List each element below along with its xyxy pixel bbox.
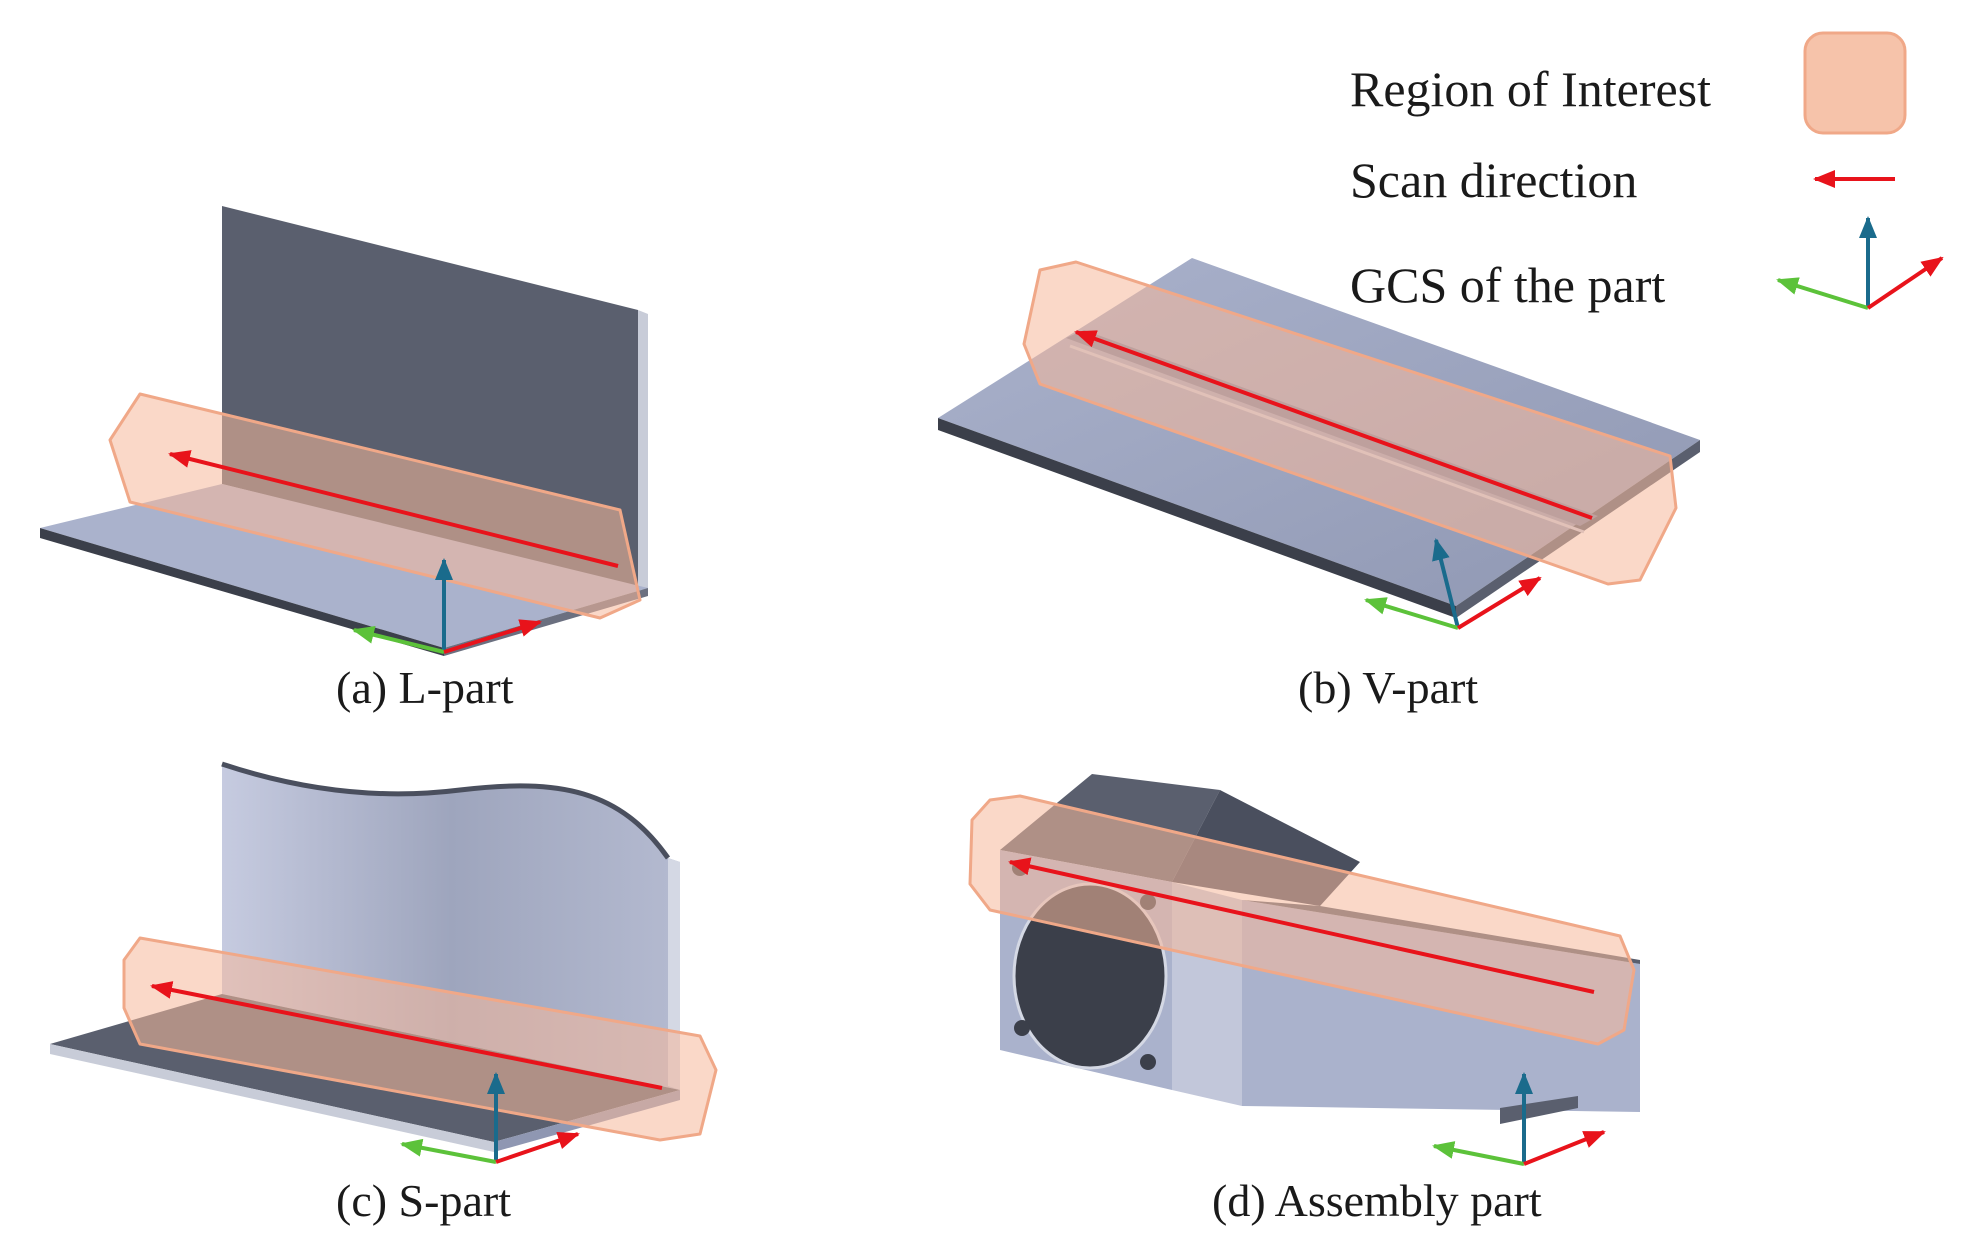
legend-roi-swatch — [1803, 31, 1907, 135]
legend-scan-label: Scan direction — [1350, 152, 1638, 208]
v-part-plate-front-edge — [938, 418, 1456, 618]
legend-gcs-label: GCS of the part — [1350, 257, 1666, 313]
legend — [1776, 31, 1944, 310]
l-part-axis-x — [443, 619, 542, 654]
assembly-axis-y — [1432, 1141, 1525, 1166]
assembly-region-of-interest — [968, 794, 1636, 1046]
caption-d: (d) Assembly part — [1212, 1175, 1542, 1226]
l-part-wall-edge — [638, 310, 648, 592]
s-part-axis-y — [400, 1138, 497, 1164]
v-part-region-of-interest — [1022, 260, 1678, 586]
s-part-axis-x — [495, 1131, 580, 1164]
caption-b: (b) V-part — [1298, 662, 1479, 713]
v-part-axis-y — [1364, 597, 1459, 630]
panel-b-v-part — [938, 258, 1700, 630]
panel-a-l-part — [40, 206, 648, 656]
legend-gcs-axes — [1776, 216, 1944, 310]
v-part-axis-x — [1456, 576, 1542, 630]
assembly-axis-x — [1523, 1130, 1606, 1166]
panel-d-assembly-part — [968, 774, 1640, 1166]
caption-c: (c) S-part — [336, 1175, 511, 1226]
s-part-scan-arrow — [150, 981, 663, 1090]
l-part-axis-y — [352, 626, 445, 654]
assembly-bolt-hole-4 — [1140, 1054, 1156, 1070]
v-part-scan-arrow — [1074, 330, 1593, 520]
panel-c-s-part — [50, 761, 718, 1164]
legend-axis-x — [1866, 256, 1944, 310]
l-part-base-front-edge — [40, 528, 444, 656]
assembly-scan-arrow — [1008, 857, 1595, 994]
s-part-base-front-edge — [50, 1044, 494, 1152]
l-part-scan-arrow — [168, 450, 619, 568]
assembly-bolt-hole-3 — [1014, 1020, 1030, 1036]
legend-axis-y — [1776, 277, 1869, 310]
v-part-axis-z — [1432, 538, 1460, 629]
s-part-wall-top-edge — [221, 761, 671, 860]
legend-region-label: Region of Interest — [1350, 61, 1712, 117]
caption-a: (a) L-part — [336, 662, 514, 713]
l-part-base-plate — [40, 484, 648, 648]
assembly-flange — [1500, 1096, 1578, 1124]
